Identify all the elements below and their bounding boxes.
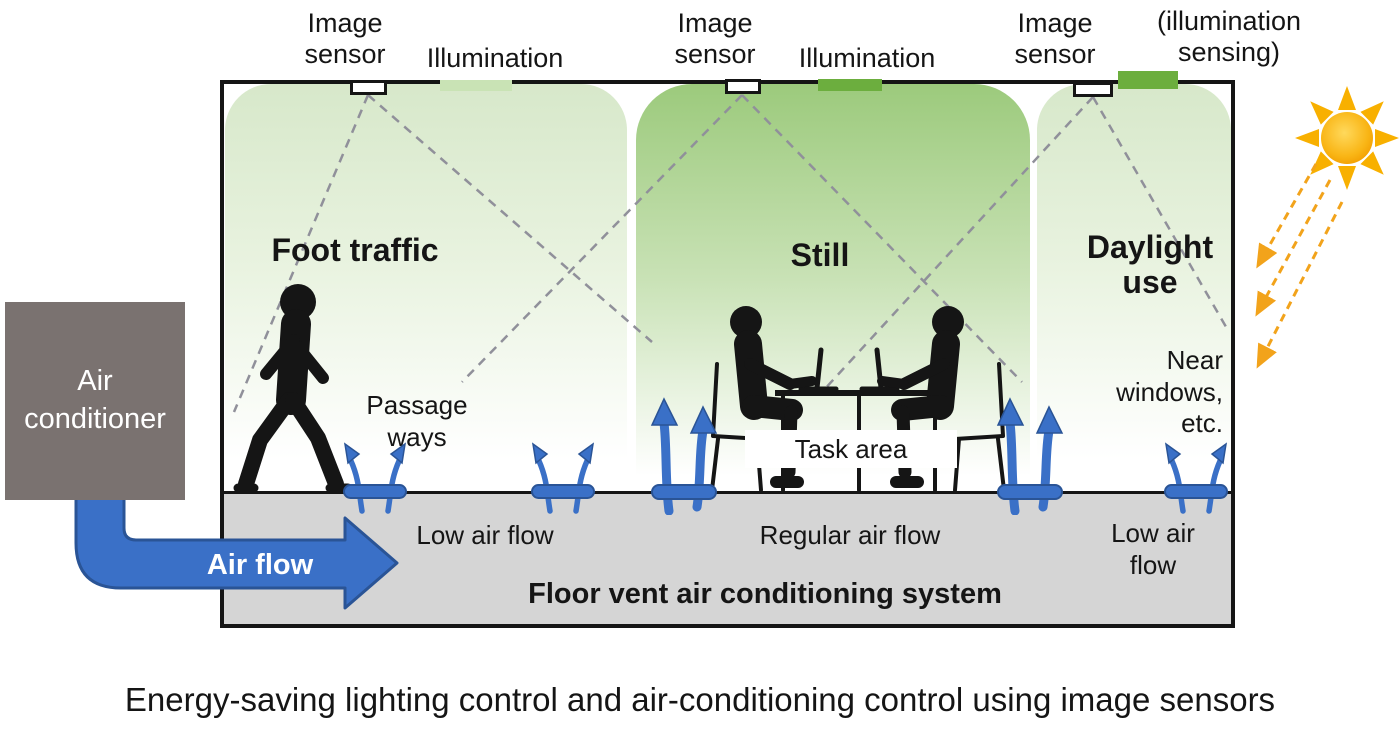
illumination-2-bar xyxy=(818,79,882,91)
floor-vent-large-arrows-icon xyxy=(650,397,718,515)
regular-air-flow-label: Regular air flow xyxy=(759,520,941,550)
floor-vent-large-arrows-icon xyxy=(996,397,1064,515)
floor-vent-small-arrows-icon xyxy=(343,442,407,514)
light-cone-dim-daylight xyxy=(1037,84,1231,492)
diagram-caption: Energy-saving lighting control and air-c… xyxy=(124,681,1276,718)
air-duct-elbow-arrow-icon xyxy=(74,495,399,610)
zone2-title: Still xyxy=(790,237,850,273)
illumination-1-bar xyxy=(440,80,512,91)
floor-vent-small-arrows-icon xyxy=(1164,442,1228,514)
seated-people-at-table-icon xyxy=(710,306,1006,492)
label-illumination-sensing: (illumination sensing) xyxy=(1156,6,1302,68)
task-area-box: Task area xyxy=(745,430,957,468)
zone1-title: Foot traffic xyxy=(271,232,439,268)
air-conditioner-unit: Air conditioner xyxy=(5,302,185,500)
label-image-sensor-3: Image sensor xyxy=(1014,8,1096,70)
low-air-flow-label-2: Low air flow xyxy=(1111,518,1195,580)
air-conditioner-label: Air conditioner xyxy=(24,365,166,435)
floor-system-title: Floor vent air conditioning system xyxy=(528,578,1002,610)
sensor-fov-dashed-lines xyxy=(232,94,1231,413)
label-illumination-2: Illumination xyxy=(798,43,936,73)
air-flow-label: Air flow xyxy=(206,549,314,581)
image-sensor-2-device xyxy=(725,79,761,94)
image-sensor-3-device xyxy=(1073,82,1113,97)
sun-icon xyxy=(1295,86,1399,190)
zone3-title: Daylight use xyxy=(1086,229,1214,301)
low-air-flow-label-1: Low air flow xyxy=(416,520,554,550)
walking-person-icon xyxy=(233,284,353,493)
label-image-sensor-2: Image sensor xyxy=(674,8,756,70)
task-area-label: Task area xyxy=(794,433,908,464)
daylight-dashed-arrows-icon xyxy=(1255,163,1344,369)
near-windows-label: Near windows, etc. xyxy=(1116,345,1223,439)
passage-ways-label: Passage ways xyxy=(366,390,468,452)
illumination-sensing-bar xyxy=(1118,71,1178,89)
label-image-sensor-1: Image sensor xyxy=(304,8,386,70)
floor-vent-small-arrows-icon xyxy=(531,442,595,514)
label-illumination-1: Illumination xyxy=(426,43,564,73)
image-sensor-1-device xyxy=(350,80,387,95)
